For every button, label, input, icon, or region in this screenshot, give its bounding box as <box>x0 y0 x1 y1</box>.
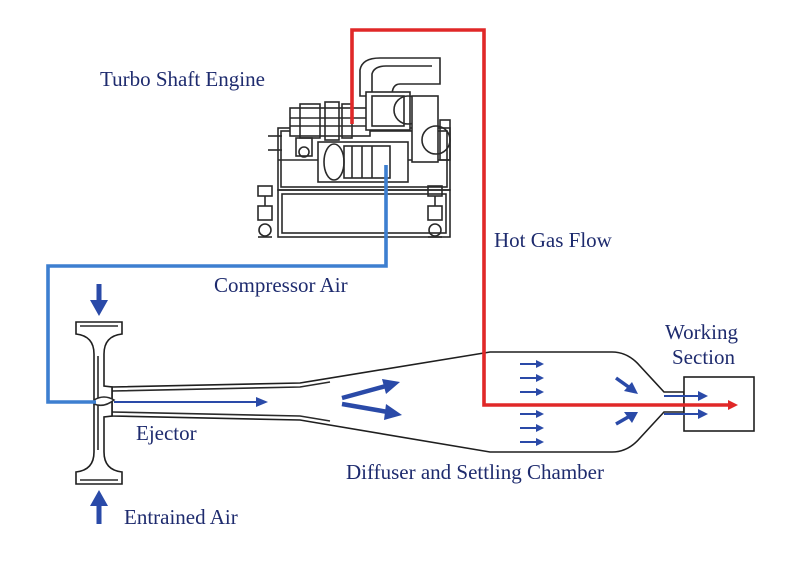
turbo-shaft-engine-drawing <box>257 57 451 238</box>
entrained-air-arrow-top <box>90 284 108 316</box>
label-entrained-air: Entrained Air <box>124 505 238 529</box>
diffuser-flow-arrow-lower <box>341 401 402 420</box>
diffuser-flow-arrow-upper <box>341 379 400 401</box>
entrained-air-arrow-bottom <box>90 490 108 524</box>
hot-gas-arrowhead <box>728 400 738 410</box>
label-working-section-line2: Section <box>672 345 735 369</box>
compressor-air-line <box>46 165 388 404</box>
label-diffuser-settling-chamber: Diffuser and Settling Chamber <box>346 460 604 484</box>
ejector-inner-wall <box>111 381 331 392</box>
label-turbo-shaft-engine: Turbo Shaft Engine <box>100 67 265 91</box>
label-hot-gas-flow: Hot Gas Flow <box>494 228 613 252</box>
label-compressor-air: Compressor Air <box>214 273 348 297</box>
label-ejector: Ejector <box>136 421 197 445</box>
contraction-arrows <box>614 376 638 426</box>
ejector-nozzle <box>93 396 116 407</box>
hot-gas-flow-line <box>350 28 728 407</box>
label-working-section-line1: Working <box>665 320 738 344</box>
working-section-arrows <box>664 391 708 419</box>
settling-chamber-arrows <box>520 360 544 446</box>
